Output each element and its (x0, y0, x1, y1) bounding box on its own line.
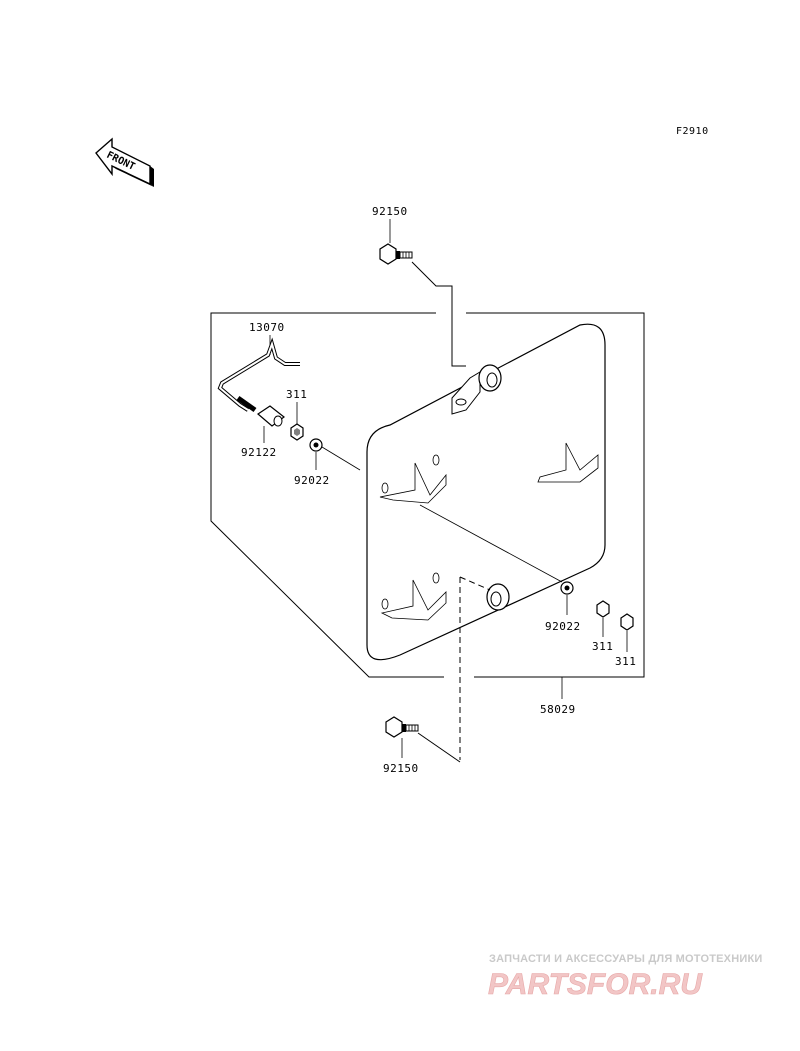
bolt-bottom-icon (385, 716, 419, 738)
label-collar: 92122 (241, 446, 277, 459)
washer-left-icon (309, 438, 323, 452)
front-arrow-icon: FRONT (95, 137, 154, 187)
label-bolt-top: 92150 (372, 205, 408, 218)
label-plate-assembly: 58029 (540, 703, 576, 716)
label-washer-left: 92022 (294, 474, 330, 487)
label-bolt-bottom: 92150 (383, 762, 419, 775)
label-nut-right-1: 311 (592, 640, 613, 653)
label-latch-rod: 13070 (249, 321, 285, 334)
bolt-top-icon (379, 243, 413, 265)
watermark-tagline: ЗАПЧАСТИ И АКСЕССУАРЫ ДЛЯ МОТОТЕХНИКИ (489, 953, 762, 965)
collar-icon (257, 405, 285, 427)
figure-code: F2910 (676, 126, 709, 137)
nut-right-2-icon (620, 613, 634, 631)
label-nut-left: 311 (286, 388, 307, 401)
group-frame (210, 312, 645, 678)
label-washer-right: 92022 (545, 620, 581, 633)
latch-rod-icon (217, 337, 300, 413)
washer-right-icon (560, 581, 574, 595)
plate-assembly (366, 323, 606, 661)
label-nut-right-2: 311 (615, 655, 636, 668)
watermark-logo: PARTSFOR.RU (488, 968, 703, 1001)
nut-right-1-icon (596, 600, 610, 618)
